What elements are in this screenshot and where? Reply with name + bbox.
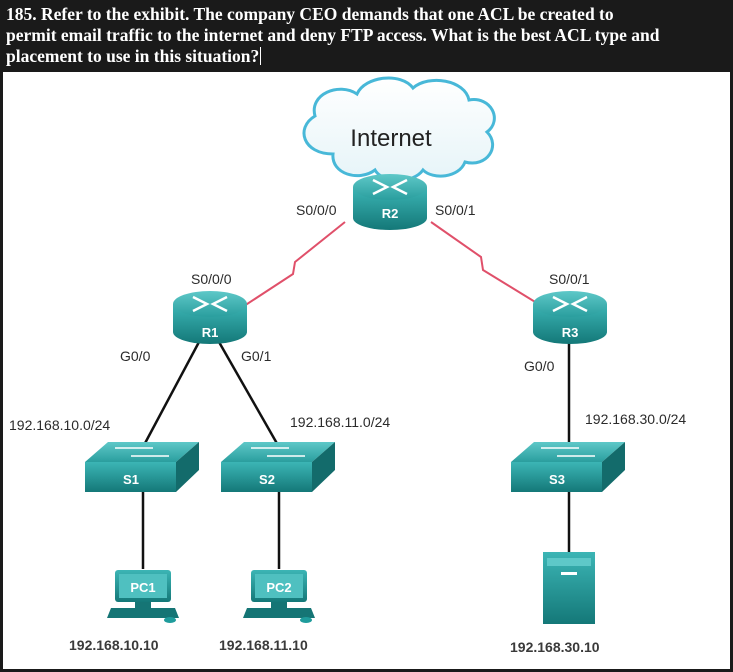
- question-line-2: permit email traffic to the internet and…: [6, 25, 660, 45]
- switch-s3: S3: [511, 442, 625, 492]
- r2-port-s001: S0/0/1: [435, 202, 476, 218]
- r3-port-s001: S0/0/1: [549, 271, 590, 287]
- exhibit-diagram: Internet R2 S0/0/0 S0/0/1 R1 S0/0/0 G0/0: [3, 72, 730, 669]
- r1-port-g00: G0/0: [120, 348, 151, 364]
- pc1: PC1: [107, 570, 179, 623]
- router-arrows-icon: [192, 295, 228, 313]
- network-label-30: 192.168.30.0/24: [585, 411, 686, 427]
- router-r3-label: R3: [562, 325, 579, 340]
- network-label-11: 192.168.11.0/24: [290, 414, 390, 430]
- internet-label: Internet: [350, 125, 432, 152]
- r1-port-g01: G0/1: [241, 348, 272, 364]
- network-label-10: 192.168.10.0/24: [9, 417, 110, 433]
- router-r2-label: R2: [382, 206, 399, 221]
- r3-port-g00: G0/0: [524, 358, 555, 374]
- pc2-label: PC2: [266, 580, 291, 595]
- router-r3: R3: [533, 291, 607, 344]
- ethernet-links: [141, 341, 571, 569]
- pc2: PC2: [243, 570, 315, 623]
- r2-port-s000: S0/0/0: [296, 202, 337, 218]
- switch-arrows-icon: [541, 447, 595, 457]
- switch-s2-label: S2: [259, 472, 275, 487]
- question-line-3: placement to use in this situation?: [6, 46, 728, 67]
- router-arrows-icon: [372, 178, 408, 196]
- internet-cloud: Internet: [302, 76, 496, 182]
- router-r1-label: R1: [202, 325, 219, 340]
- switch-s2: S2: [221, 442, 335, 492]
- pc1-address: 192.168.10.10: [69, 637, 159, 653]
- serial-link-r2-r3: [430, 221, 546, 309]
- serial-link-r1-r2: [240, 221, 346, 309]
- router-r2: R2: [353, 174, 427, 230]
- question-line-1: 185. Refer to the exhibit. The company C…: [6, 4, 614, 24]
- text-cursor: [260, 47, 262, 65]
- switch-s1-label: S1: [123, 472, 139, 487]
- pc2-address: 192.168.11.10: [219, 637, 308, 653]
- server-address: 192.168.30.10: [510, 639, 600, 655]
- switch-arrows-icon: [115, 447, 169, 457]
- switch-arrows-icon: [251, 447, 305, 457]
- server: [543, 552, 595, 624]
- router-r1: R1: [173, 291, 247, 344]
- r1-port-s000: S0/0/0: [191, 271, 232, 287]
- pc1-label: PC1: [130, 580, 155, 595]
- question-text: 185. Refer to the exhibit. The company C…: [6, 4, 728, 67]
- question-line-3-text: placement to use in this situation?: [6, 46, 260, 66]
- switch-s1: S1: [85, 442, 199, 492]
- router-arrows-icon: [552, 295, 588, 313]
- switch-s3-label: S3: [549, 472, 565, 487]
